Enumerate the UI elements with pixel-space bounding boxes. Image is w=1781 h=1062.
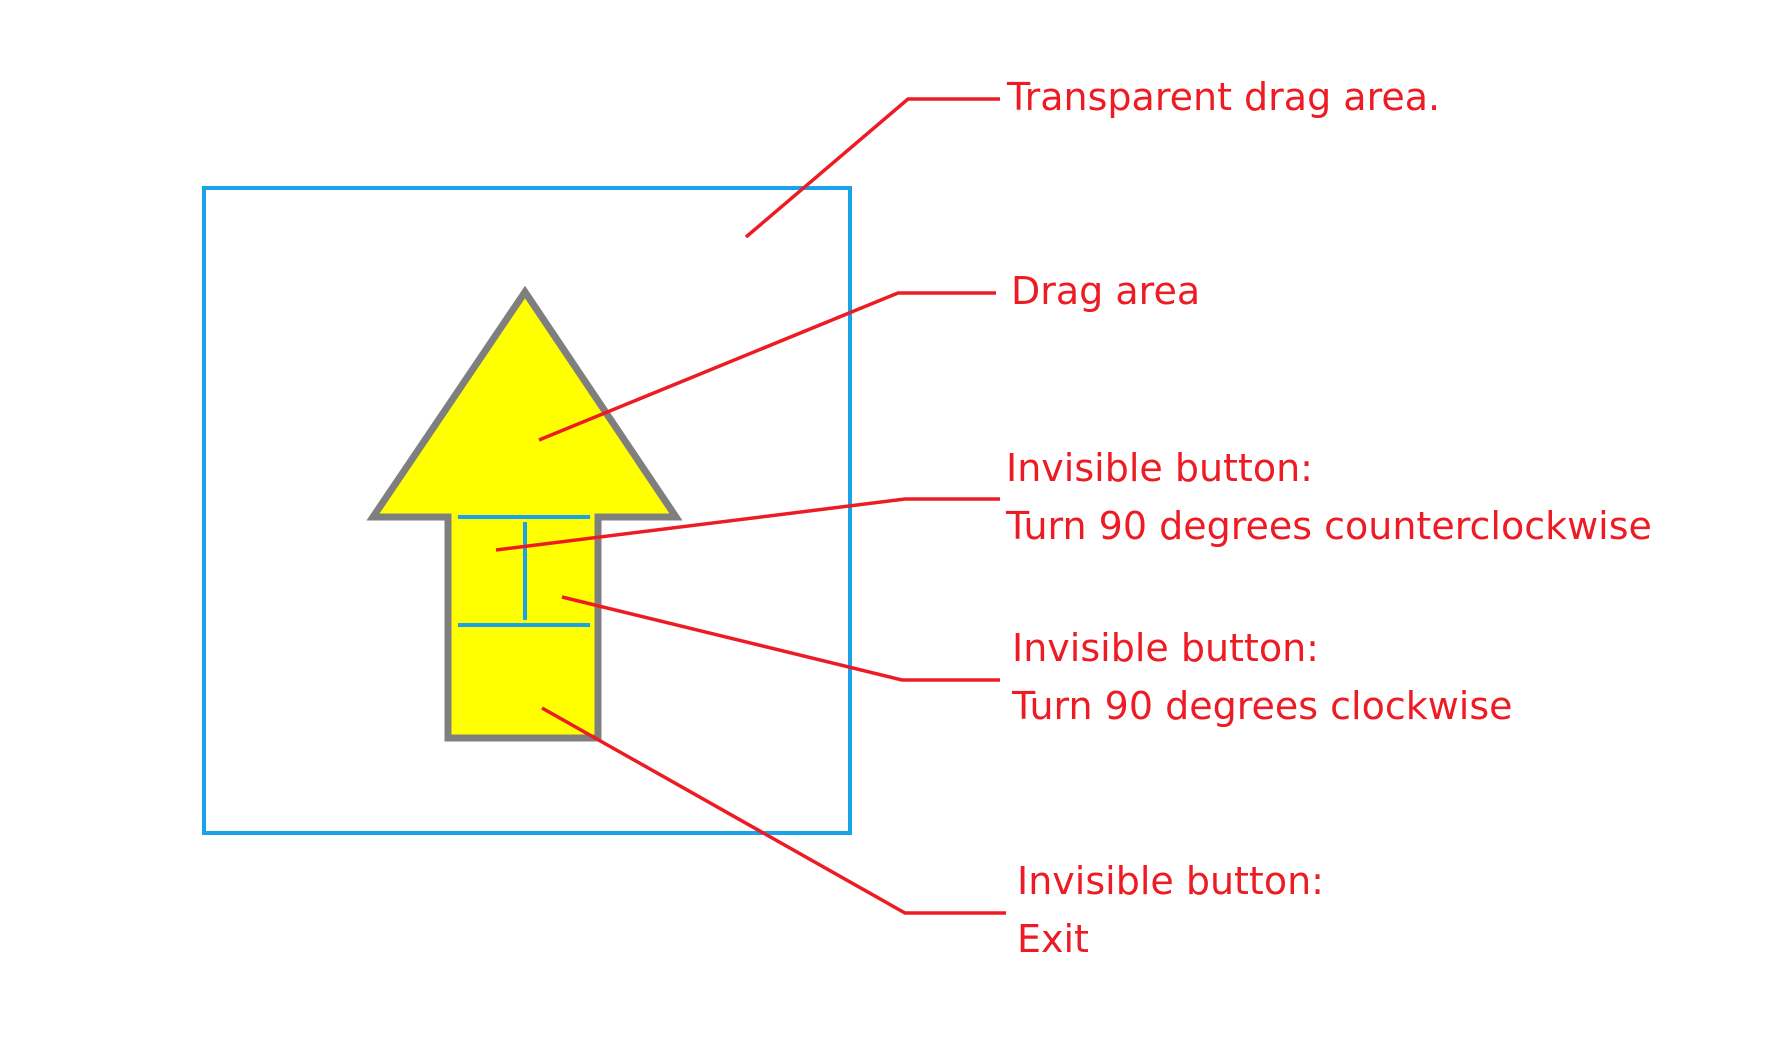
exit-button-leader [541,706,1006,915]
rotate-ccw-button[interactable] [452,521,523,623]
drag-area-leader [538,291,996,442]
drag-area-label: Drag area [1011,262,1200,320]
exit-button-label: Invisible button: Exit [1017,852,1324,968]
cw-button-description: Turn 90 degrees clockwise [1012,684,1513,728]
exit-button[interactable] [452,627,594,735]
transparent-drag-area-frame[interactable] [202,186,852,835]
exit-button-title: Invisible button: [1017,859,1324,903]
ccw-button-description: Turn 90 degrees counterclockwise [1006,504,1652,548]
cw-button-leader [561,595,1000,682]
cw-button-title: Invisible button: [1012,626,1319,670]
exit-button-description: Exit [1017,917,1089,961]
ccw-button-title: Invisible button: [1006,446,1313,490]
ccw-button-leader [495,497,1000,552]
cw-button-label: Invisible button: Turn 90 degrees clockw… [1012,619,1513,735]
drag-area-text: Drag area [1011,269,1201,313]
transparent-drag-area-leader [744,97,1000,239]
transparent-drag-area-label: Transparent drag area. [1007,68,1440,126]
transparent-drag-area-text: Transparent drag area. [1007,75,1441,119]
rotate-cw-button[interactable] [527,521,594,623]
ccw-button-label: Invisible button: Turn 90 degrees counte… [1006,439,1652,555]
